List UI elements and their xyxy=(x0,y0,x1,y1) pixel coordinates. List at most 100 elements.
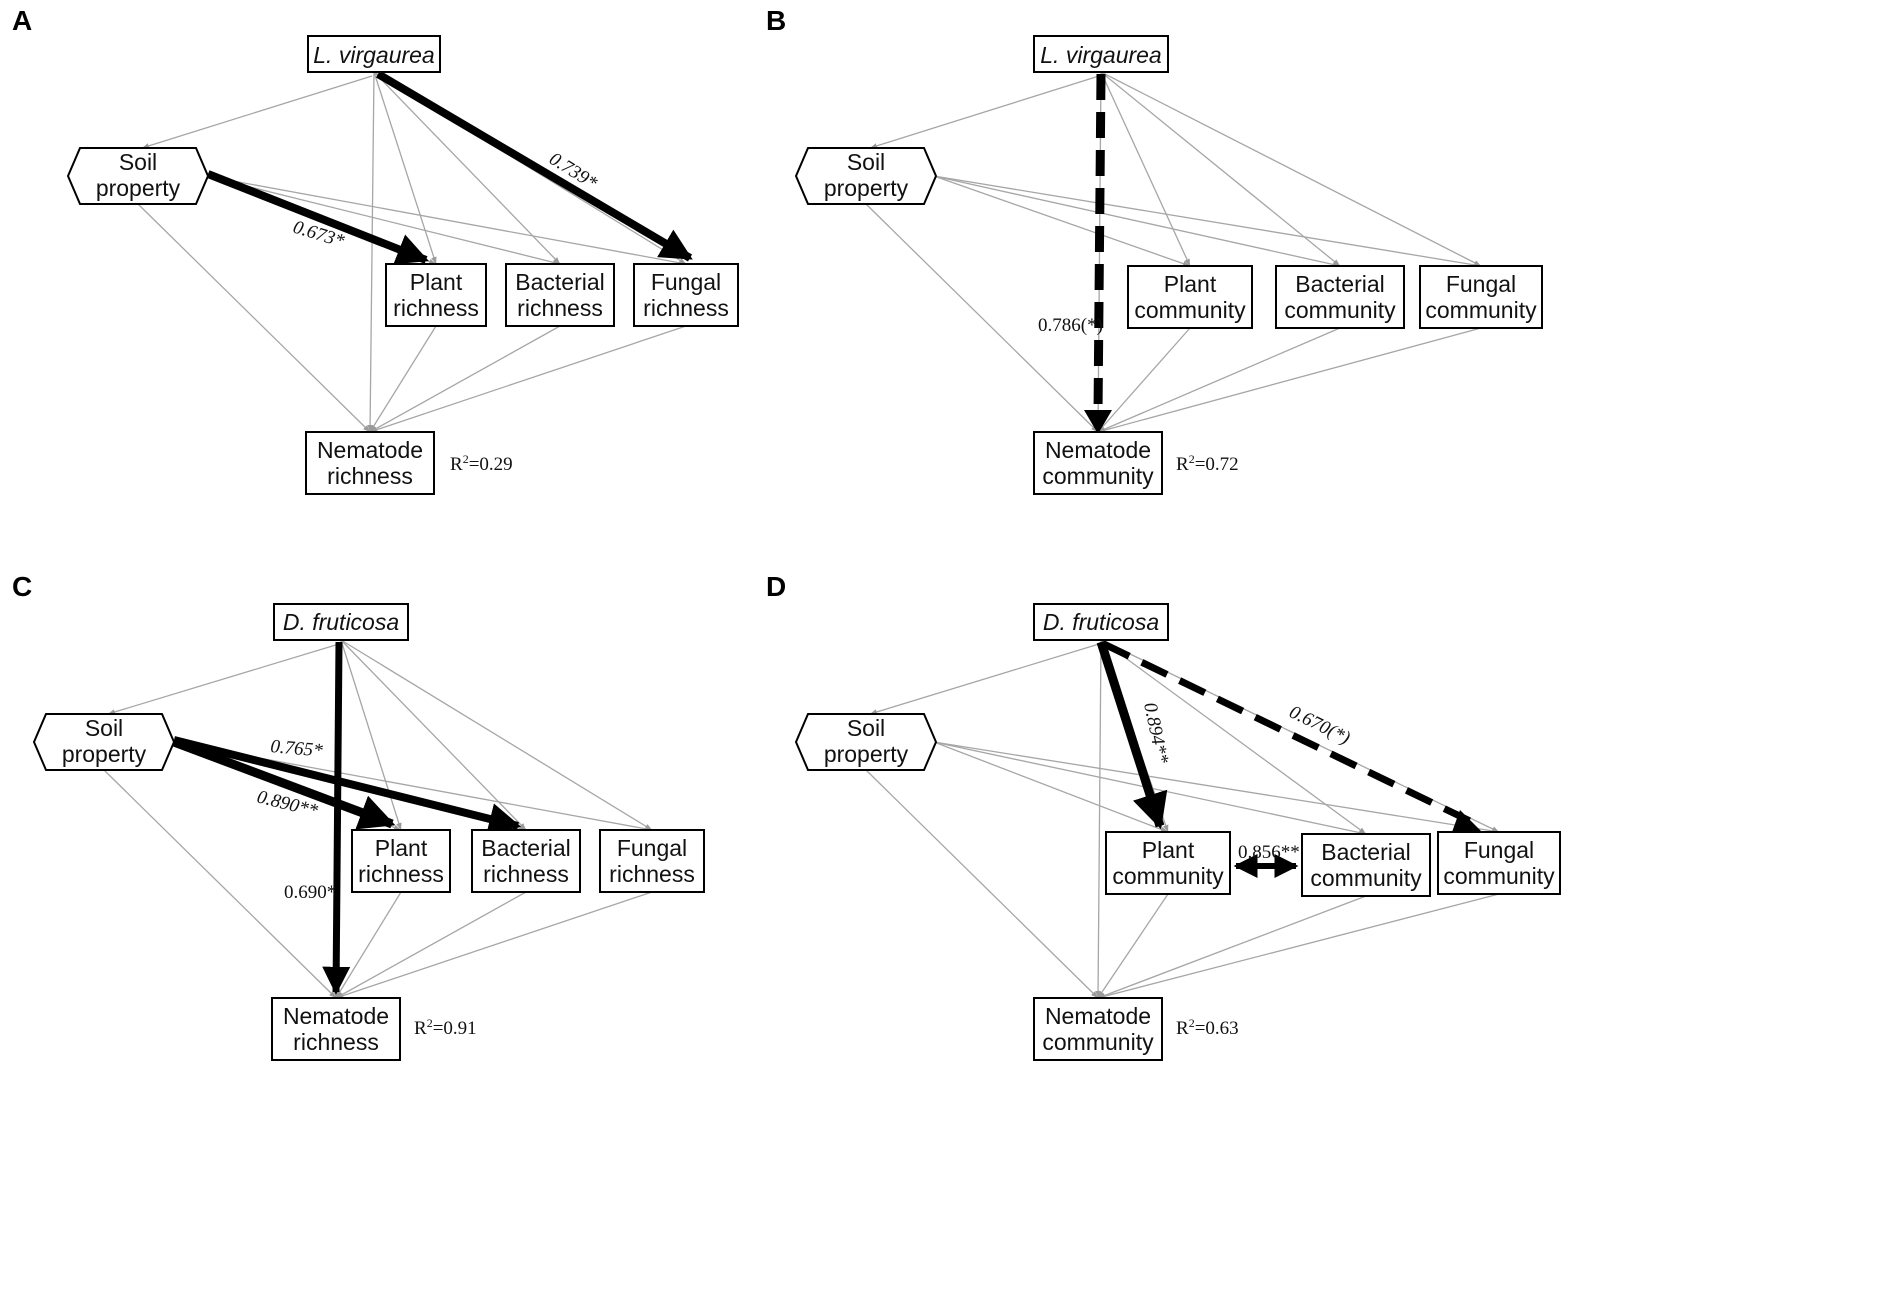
path-coefficient: 0.894** xyxy=(1139,701,1172,766)
path-arrow-nonsig xyxy=(933,741,1500,834)
node-label-line1: Fungal xyxy=(1464,837,1534,863)
path-arrow-nonsig xyxy=(869,75,1100,149)
path-arrowhead xyxy=(1452,810,1482,832)
node-label-line1: Fungal xyxy=(617,835,687,861)
path-arrow-nonsig xyxy=(137,203,371,433)
node-label: L. virgaurea xyxy=(313,42,434,68)
panel-a: A L. virgaurea Soil property Plant richn… xyxy=(12,5,739,495)
node-label-line2: richness xyxy=(293,1029,379,1055)
node-label-line2: property xyxy=(824,741,909,767)
node-label-line2: richness xyxy=(327,463,413,489)
node-label-line2: community xyxy=(1425,297,1537,323)
path-arrow-nonsig xyxy=(335,891,402,999)
node-label-line2: richness xyxy=(517,295,603,321)
node-label: D. fruticosa xyxy=(283,609,399,635)
node-nematode: Nematode richness xyxy=(271,997,401,1061)
path-arrow-nonsig xyxy=(103,769,337,999)
node-label-line2: community xyxy=(1310,865,1422,891)
node-top-species: D. fruticosa xyxy=(1033,603,1169,641)
node-plant: Plant richness xyxy=(385,263,487,327)
node-label-line2: community xyxy=(1112,863,1224,889)
node-label-line2: property xyxy=(62,741,147,767)
path-arrow-nonsig xyxy=(1100,71,1341,267)
node-top-species: D. fruticosa xyxy=(273,603,409,641)
node-label-line1: Soil xyxy=(119,149,157,175)
node-label-line2: property xyxy=(824,175,909,201)
node-label-line1: Soil xyxy=(85,715,123,741)
panel-letter: D xyxy=(766,571,786,602)
node-label-line2: community xyxy=(1443,863,1555,889)
path-arrow-nonsig xyxy=(933,175,1191,267)
path-coefficient: 0.670(*) xyxy=(1286,702,1354,749)
node-label-line2: richness xyxy=(643,295,729,321)
path-arrowhead xyxy=(1084,410,1112,434)
path-arrow-nonsig xyxy=(933,741,1169,833)
panel-c: C D. fruticosa Soil property Plant richn… xyxy=(12,571,705,1061)
node-label-line2: community xyxy=(1042,1029,1154,1055)
node-soil-property: Soil property xyxy=(32,713,176,771)
r-squared: R2=0.29 xyxy=(450,452,513,475)
panel-letter: B xyxy=(766,5,786,36)
node-soil-property: Soil property xyxy=(66,147,210,205)
node-nematode: Nematode community xyxy=(1033,997,1163,1061)
significant-paths xyxy=(172,70,1482,995)
node-label-line1: Bacterial xyxy=(515,269,604,295)
node-label-line1: Bacterial xyxy=(481,835,570,861)
node-bacterial: Bacterial richness xyxy=(505,263,615,327)
path-arrow-significant xyxy=(206,170,429,265)
path-arrow-nonsig xyxy=(141,75,373,149)
panel-b: B L. virgaurea Soil property Plant commu… xyxy=(766,5,1543,495)
path-arrow-nonsig xyxy=(107,643,340,715)
path-arrow-nonsig xyxy=(335,891,653,999)
node-label-line2: community xyxy=(1284,297,1396,323)
path-arrow-significant xyxy=(1096,640,1168,830)
path-coefficient: 0.690* xyxy=(284,882,336,903)
path-arrow-significant xyxy=(172,737,396,830)
node-fungal: Fungal community xyxy=(1419,265,1543,329)
node-label-line1: Plant xyxy=(1164,271,1217,297)
node-nematode: Nematode community xyxy=(1033,431,1163,495)
node-bacterial: Bacterial richness xyxy=(471,829,581,893)
node-label-line1: Fungal xyxy=(651,269,721,295)
r-squared: R2=0.91 xyxy=(414,1016,477,1039)
path-arrow-nonsig xyxy=(335,891,527,999)
node-top-species: L. virgaurea xyxy=(1033,35,1169,73)
path-arrow-significant xyxy=(322,641,351,995)
path-coefficient: 0.856** xyxy=(1238,842,1300,863)
path-arrow-significant xyxy=(1093,73,1106,415)
node-bacterial: Bacterial community xyxy=(1301,833,1431,897)
node-label-line2: community xyxy=(1042,463,1154,489)
path-arrow-nonsig xyxy=(1097,327,1341,433)
path-arrow-significant xyxy=(173,736,522,835)
path-arrow-nonsig xyxy=(933,175,1482,268)
path-arrow-nonsig xyxy=(373,71,561,265)
path-arrow-nonsig xyxy=(1100,71,1191,267)
path-arrow-nonsig xyxy=(369,325,687,433)
node-plant: Plant community xyxy=(1105,831,1231,895)
path-arrow-nonsig xyxy=(869,643,1100,715)
path-arrow-nonsig xyxy=(369,325,561,433)
panel-letter: C xyxy=(12,571,32,602)
path-arrow-nonsig xyxy=(1097,895,1367,999)
r-squared: R2=0.63 xyxy=(1176,1016,1239,1039)
node-label-line1: Bacterial xyxy=(1321,839,1410,865)
node-fungal: Fungal richness xyxy=(599,829,705,893)
path-arrow-nonsig xyxy=(369,325,437,433)
node-label: L. virgaurea xyxy=(1040,42,1161,68)
node-label-line1: Soil xyxy=(847,149,885,175)
node-label-line2: richness xyxy=(393,295,479,321)
node-label-line1: Fungal xyxy=(1446,271,1516,297)
node-label-line1: Plant xyxy=(410,269,463,295)
path-arrow-nonsig xyxy=(865,769,1099,999)
path-arrow-nonsig xyxy=(1097,893,1500,999)
path-coefficient: 0.786(*) xyxy=(1038,315,1103,336)
node-label: D. fruticosa xyxy=(1043,609,1159,635)
node-label-line1: Nematode xyxy=(1045,437,1151,463)
path-arrow-nonsig xyxy=(340,639,527,831)
path-arrow-nonsig xyxy=(1100,639,1367,835)
path-arrow-significant xyxy=(1102,640,1474,826)
node-soil-property: Soil property xyxy=(794,713,938,771)
panel-d: D D. fruticosa Soil property Plant commu… xyxy=(766,571,1561,1061)
path-arrow-nonsig xyxy=(1097,327,1482,433)
